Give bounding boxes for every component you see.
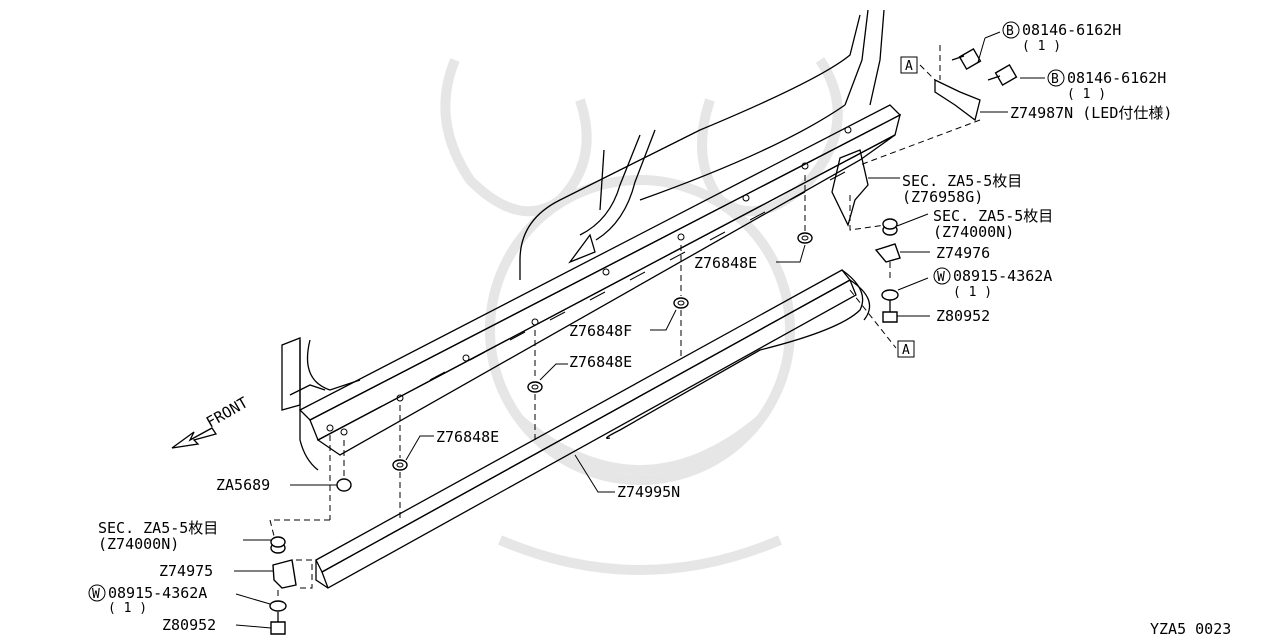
sec-top-a-label[interactable]: SEC. ZA5-5枚目 (902, 172, 1022, 190)
b-symbol: B (1051, 72, 1059, 87)
bolt-top-2-code: 08146-6162H (1067, 69, 1166, 87)
clips-group (392, 175, 813, 518)
bracket-front-label[interactable]: Z74975 (159, 562, 213, 580)
washer-icon-rear (881, 289, 899, 301)
bolt-top-1-qty: ( 1 ) (1022, 39, 1061, 54)
diagram-code: YZA5 0023 (1150, 620, 1231, 638)
bracket-rear-label[interactable]: Z74976 (936, 244, 990, 262)
bolt-top-1-code: 08146-6162H (1022, 21, 1121, 39)
ref-marker-right: A (849, 289, 915, 358)
body-side-panel (281, 9, 885, 411)
clip-e-upper-label[interactable]: Z76848E (694, 254, 757, 272)
svg-text:A: A (902, 343, 910, 358)
b-symbol: B (1006, 24, 1014, 39)
plug-icon (336, 478, 352, 492)
clip-icon-f (673, 297, 689, 309)
callout-bolt-top-2[interactable]: B 08146-6162H ( 1 ) (1047, 69, 1166, 102)
rear-bracket-assembly (831, 149, 930, 323)
sec-front-label[interactable]: SEC. ZA5-5枚目 (98, 519, 218, 537)
led-part-label[interactable]: Z74987N (LED付仕様) (1010, 104, 1172, 122)
nut-icon-rear (882, 218, 898, 236)
sec-top-b-code: (Z74000N) (933, 223, 1014, 241)
bolt-icon-rear (882, 300, 898, 323)
bolt-top-2-qty: ( 1 ) (1067, 87, 1106, 102)
front-bracket-assembly (234, 519, 330, 635)
washer-icon-front (269, 600, 287, 612)
bolt-front-label[interactable]: Z80952 (162, 616, 216, 634)
led-part-assembly (859, 31, 1045, 166)
callout-washer-front[interactable]: W 08915-4362A ( 1 ) (88, 584, 207, 616)
ref-marker-top: A (900, 56, 918, 74)
clip-icon-e-mid (527, 381, 543, 393)
sill-cover-label[interactable]: Z74995N (617, 483, 680, 501)
bolt-rear-label[interactable]: Z80952 (936, 307, 990, 325)
callout-washer-rear[interactable]: W 08915-4362A ( 1 ) (933, 267, 1052, 300)
w-symbol: W (92, 587, 100, 602)
clip-e-lower-label[interactable]: Z76848E (436, 428, 499, 446)
plug-part (290, 435, 352, 520)
bolt-icon-front (270, 612, 286, 635)
sec-top-a-code: (Z76958G) (902, 188, 983, 206)
washer-rear-qty: ( 1 ) (953, 285, 992, 300)
washer-front-qty: ( 1 ) (108, 601, 147, 616)
sill-cover-part (315, 269, 871, 589)
callout-bolt-top-1[interactable]: B 08146-6162H ( 1 ) (1002, 21, 1121, 54)
svg-text:A: A (905, 59, 913, 74)
sec-top-b-label[interactable]: SEC. ZA5-5枚目 (933, 207, 1053, 225)
rocker-panel (298, 104, 902, 471)
washer-front-code: 08915-4362A (108, 584, 207, 602)
clip-e-mid-label[interactable]: Z76848E (569, 353, 632, 371)
bolt-icon-top-2 (987, 63, 1018, 87)
clip-f-label[interactable]: Z76848F (569, 322, 632, 340)
front-direction-arrow: FRONT (171, 393, 251, 449)
bracket-icon-front (272, 559, 297, 589)
nut-icon-front (270, 536, 286, 554)
sec-front-code: (Z74000N) (98, 535, 179, 553)
bolt-icon-top-1 (951, 47, 982, 71)
plug-label[interactable]: ZA5689 (216, 476, 270, 494)
clip-icon-e-lower (392, 459, 408, 471)
front-label: FRONT (203, 393, 251, 431)
bracket-icon-rear (874, 243, 901, 263)
watermark-logo (440, 57, 843, 575)
washer-rear-code: 08915-4362A (953, 267, 1052, 285)
clip-icon-e-upper (797, 232, 813, 244)
w-symbol: W (937, 270, 945, 285)
